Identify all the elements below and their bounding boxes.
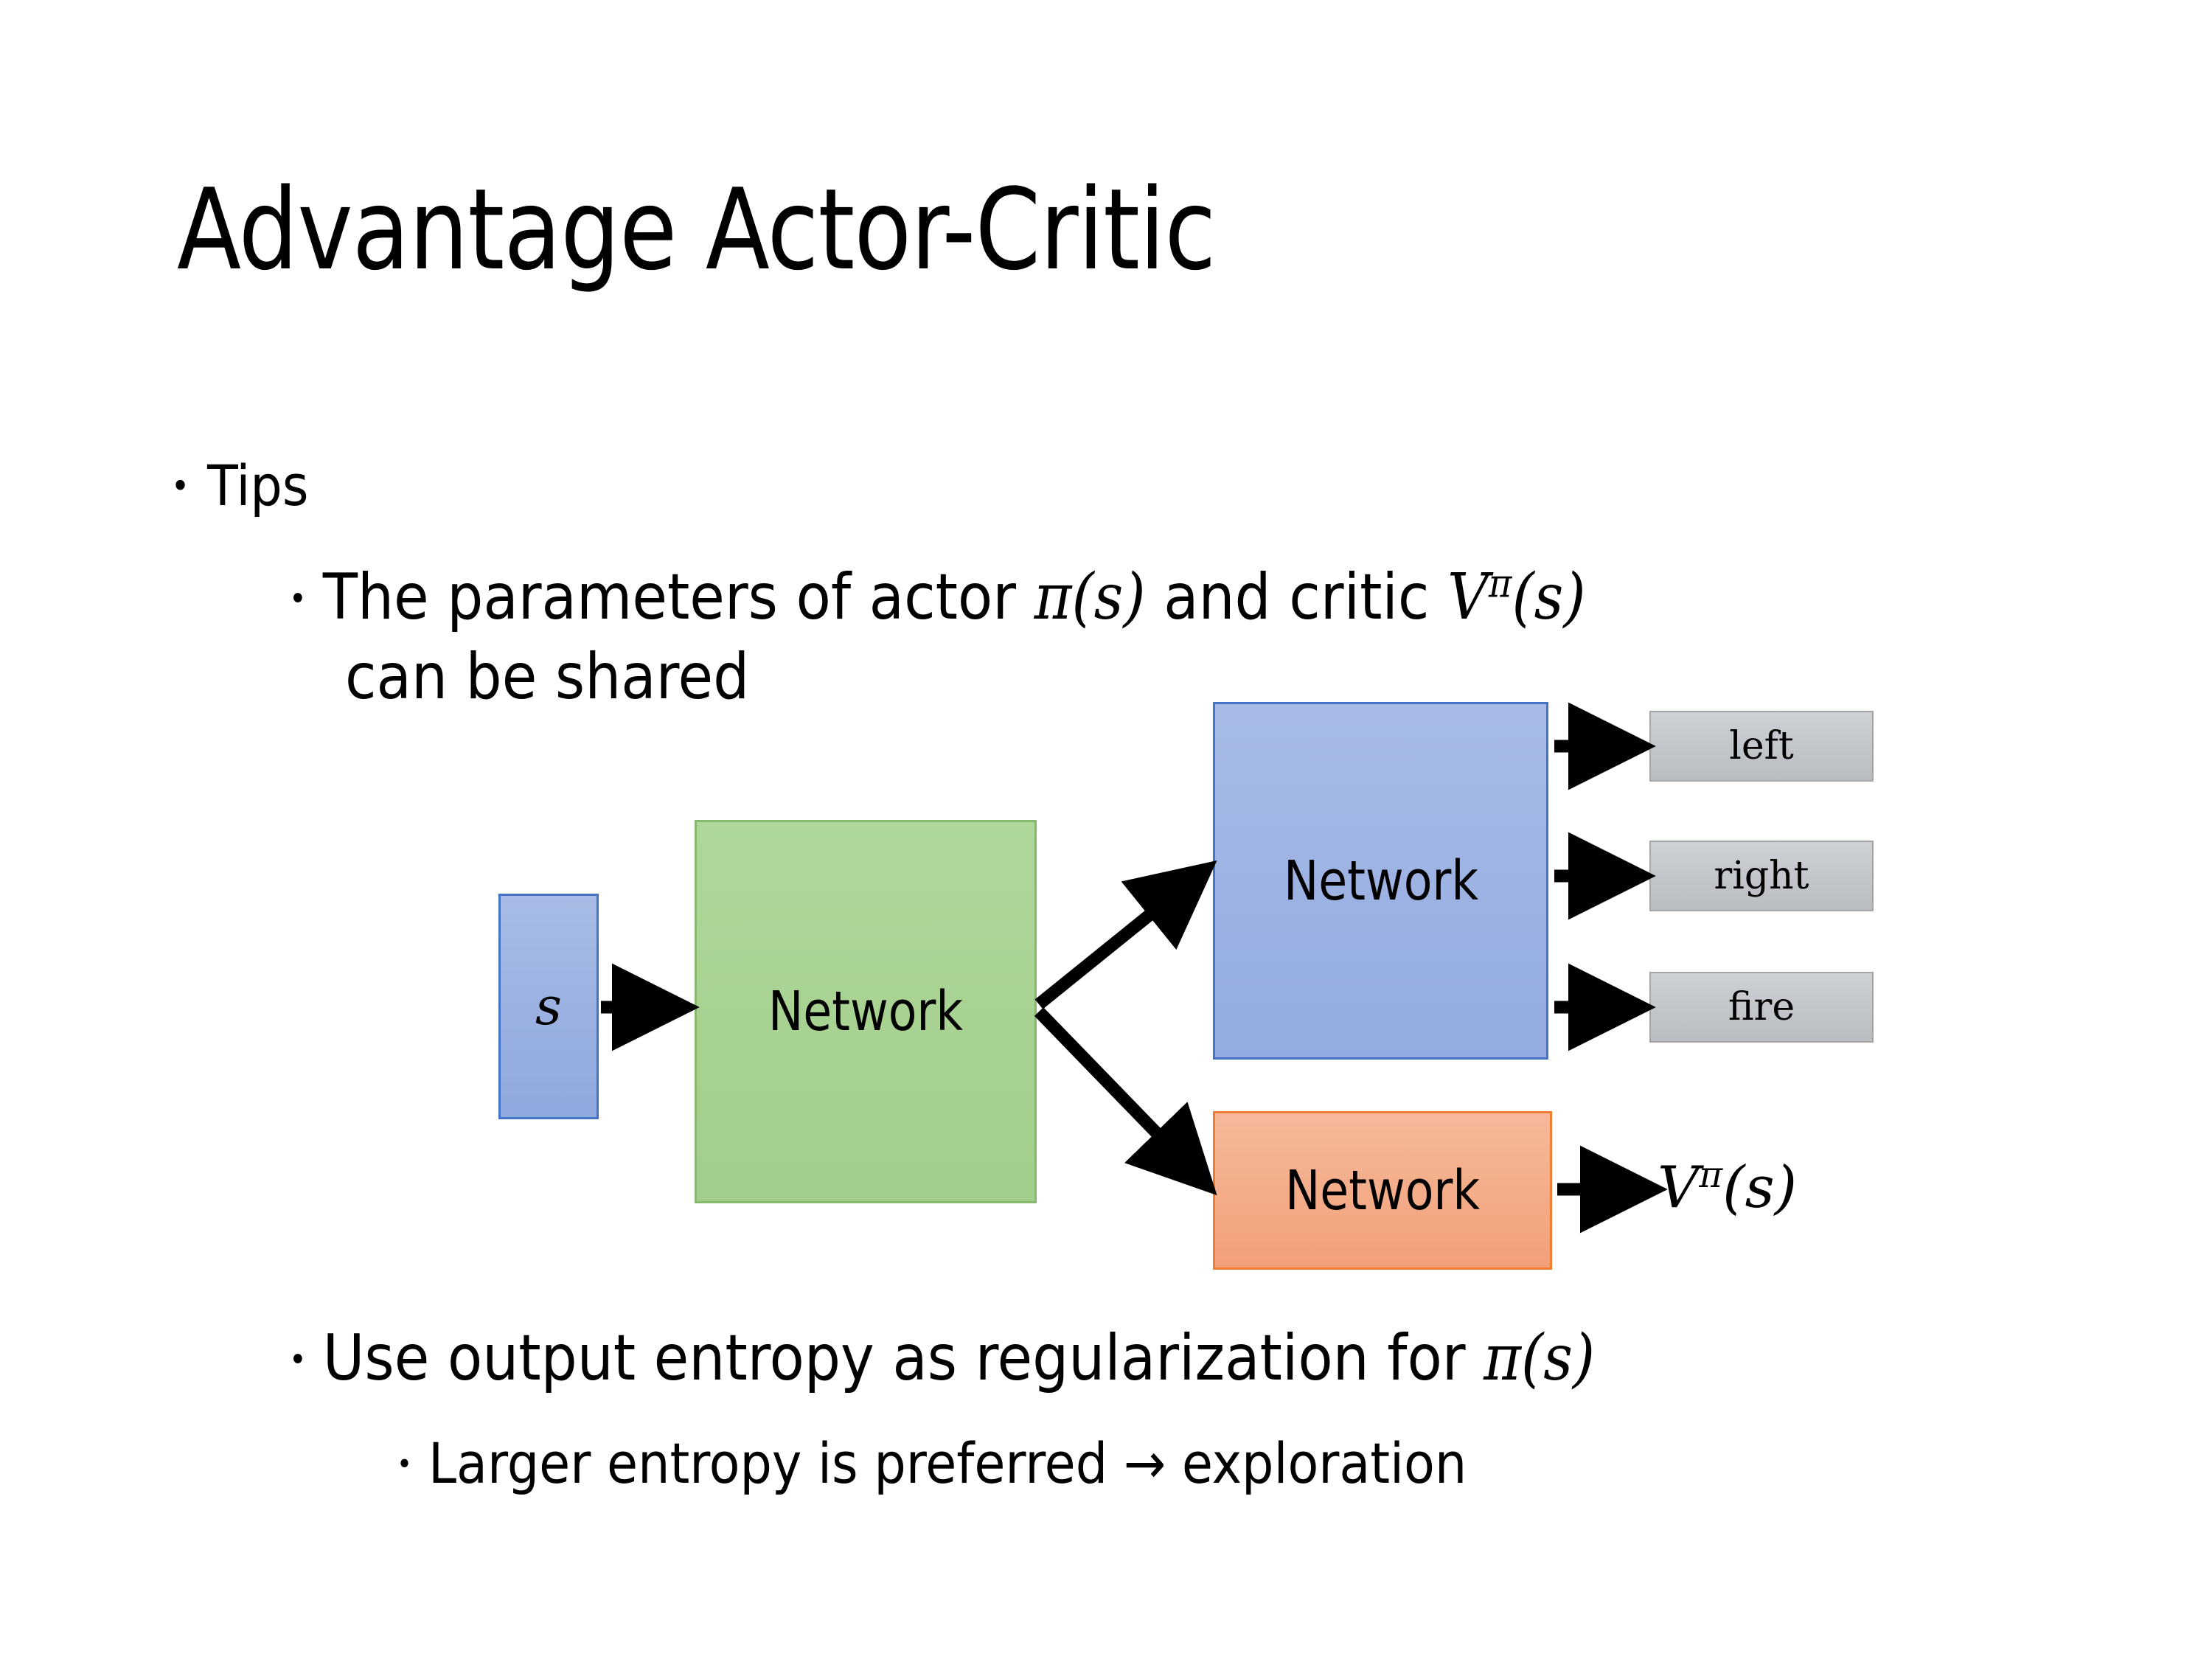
bullet-shared-middle: and critic [1145,560,1447,634]
action-output-fire: fire [1649,972,1874,1043]
actor-network-label: Network [1283,849,1478,913]
shared-network-label: Network [768,980,964,1043]
actor-network-box: Network [1213,702,1548,1060]
bullet-shared-parameters: • The parameters of actor π(s) and critic… [289,560,1586,634]
action-output-left: left [1649,711,1874,782]
bullet-marker: • [289,1340,307,1379]
value-output-superscript: π [1699,1155,1723,1196]
action-output-right: right [1649,841,1874,911]
critic-value-base: V [1447,560,1489,634]
bullet-larger-entropy: • Larger entropy is preferred → explorati… [397,1430,1467,1496]
bullet-tips: • Tips [171,453,308,518]
bullet-shared-prefix: The parameters of actor [322,560,1034,634]
bullet-entropy-prefix: Use output entropy as regularization for [322,1321,1484,1395]
actor-policy-math: π(s) [1034,560,1146,634]
critic-value-math: Vπ(s) [1447,560,1586,634]
action-output-right-label: right [1714,854,1809,898]
value-output-base: V [1658,1155,1700,1221]
critic-value-arg: (s) [1512,560,1586,634]
arrow-shared-to-critic [1034,1007,1217,1196]
critic-value-superscript: π [1488,560,1512,607]
bullet-larger-entropy-label: Larger entropy is preferred → exploratio… [428,1430,1467,1496]
state-input-box: s [498,894,599,1119]
bullet-tips-label: Tips [207,453,309,518]
page-title: Advantage Actor-Critic [177,164,1216,295]
state-input-label: s [535,976,562,1037]
policy-math: π(s) [1484,1321,1596,1395]
arrow-shared-to-actor [1034,860,1217,1009]
bullet-shared-parameters-line2: can be shared [345,640,750,714]
bullet-marker: • [397,1447,412,1481]
bullet-marker: • [171,466,190,507]
value-output-label: Vπ(s) [1658,1155,1797,1221]
action-output-left-label: left [1729,724,1794,768]
shared-network-box: Network [695,820,1037,1203]
bullet-marker: • [289,579,307,618]
bullet-entropy-regularization: • Use output entropy as regularization fo… [289,1321,1595,1395]
critic-network-label: Network [1284,1158,1481,1222]
critic-network-box: Network [1213,1111,1552,1270]
action-output-fire-label: fire [1728,985,1795,1029]
value-output-arg: (s) [1722,1155,1798,1221]
